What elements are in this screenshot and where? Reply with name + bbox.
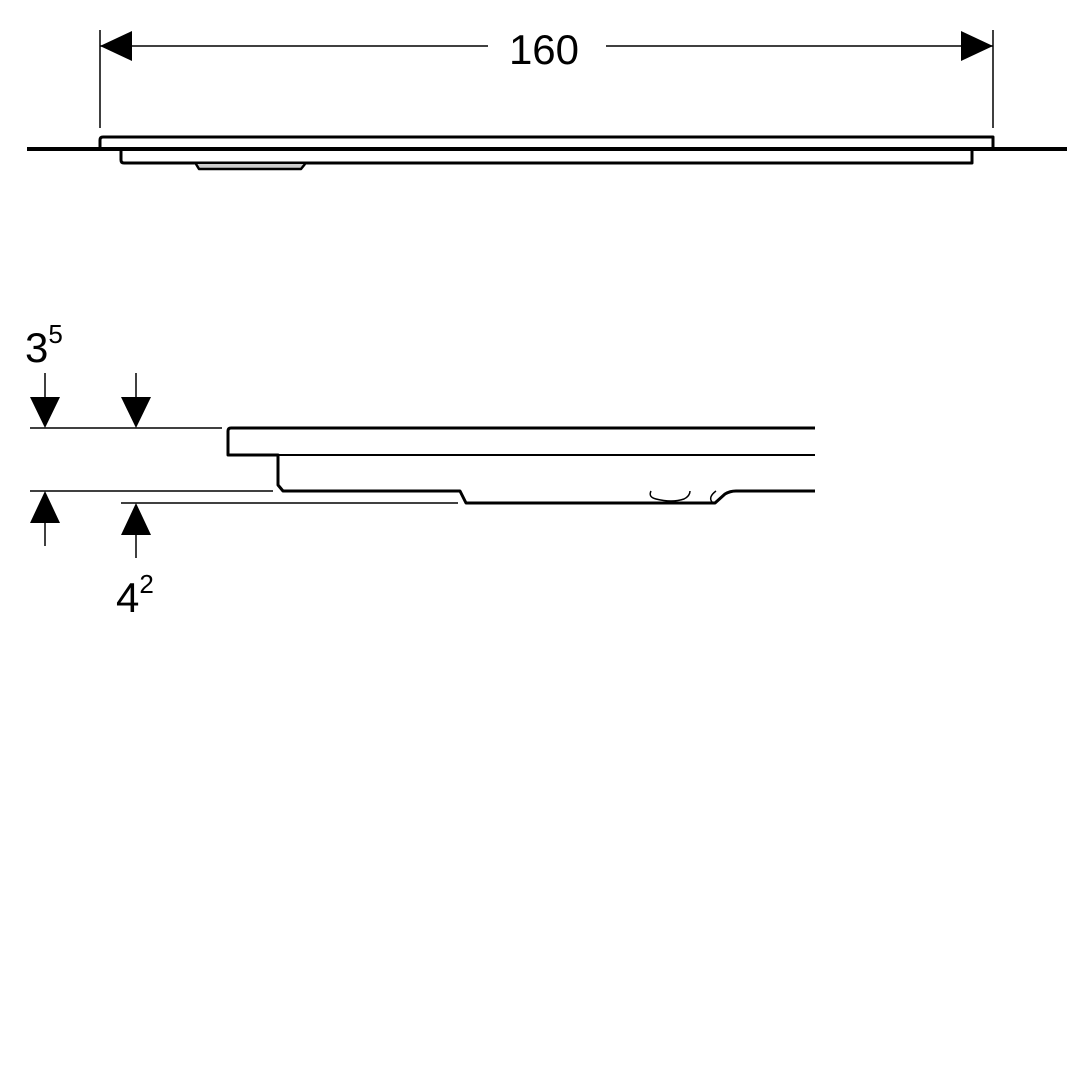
arrow-down-icon	[30, 397, 60, 428]
arrow-down-icon	[121, 397, 151, 428]
tray-profile	[226, 426, 815, 505]
tray-top-plate	[98, 135, 995, 149]
drain-detail	[649, 490, 691, 502]
drain-edge-detail	[709, 490, 717, 503]
top-height-label: 35	[25, 319, 63, 371]
arrow-left-icon	[100, 31, 132, 61]
drain-profile	[194, 163, 306, 171]
arrow-up-icon	[121, 503, 151, 535]
arrow-right-icon	[961, 31, 993, 61]
tray-detail-section	[226, 426, 815, 505]
bottom-height-label: 42	[116, 569, 154, 621]
height-dimensions	[30, 373, 458, 558]
tray-body	[119, 150, 974, 165]
arrow-up-icon	[30, 491, 60, 523]
width-dimension	[99, 30, 994, 128]
width-dimension-label: 160	[509, 26, 579, 73]
tray-overview	[27, 135, 1067, 171]
